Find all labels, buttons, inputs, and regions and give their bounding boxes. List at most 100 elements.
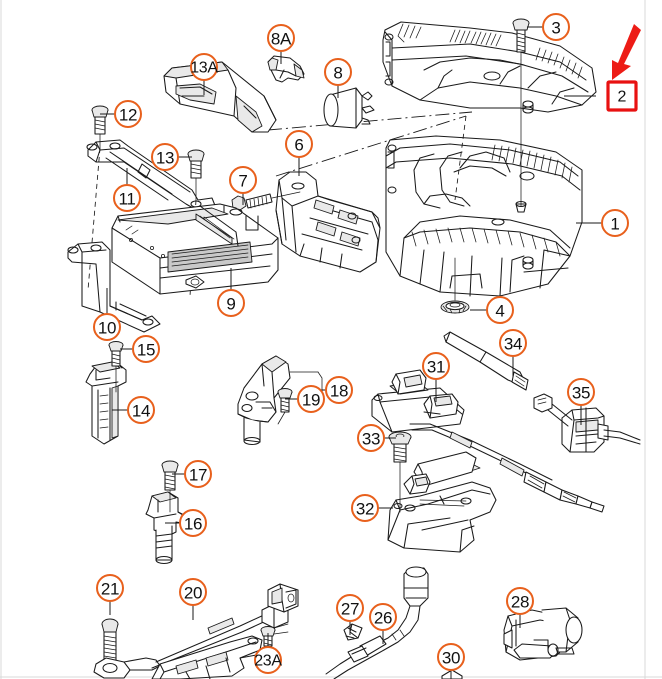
part-air-cleaner-housing	[385, 135, 583, 297]
callout-13[interactable]: 13	[151, 143, 192, 171]
callout-circle-23a	[254, 646, 282, 674]
callout-label-6: 6	[294, 136, 303, 155]
callout-14[interactable]: 14	[112, 396, 155, 424]
callout-circle-27	[336, 594, 364, 622]
callout-8[interactable]: 8	[324, 58, 352, 98]
callout-label-23a: 23A	[254, 653, 282, 670]
callout-4[interactable]: 4	[470, 296, 514, 324]
callout-9[interactable]: 9	[217, 268, 245, 317]
part-sensor-18	[237, 355, 323, 446]
callout-label-26: 26	[374, 609, 392, 628]
callout-23a[interactable]: 23A	[254, 633, 283, 674]
callout-31[interactable]: 31	[422, 352, 450, 402]
part-sensor-26	[325, 566, 429, 679]
callout-label-18: 18	[330, 382, 348, 401]
callout-17[interactable]: 17	[172, 460, 212, 488]
callout-circle-20	[179, 578, 207, 606]
part-screw-23a	[260, 623, 289, 649]
callout-circle-34	[499, 329, 527, 357]
callout-circle-10	[93, 313, 121, 341]
callout-12[interactable]: 12	[100, 100, 142, 128]
red-pointer-arrow	[612, 24, 641, 80]
callout-circle-31	[422, 352, 450, 380]
callout-21[interactable]: 21	[96, 574, 124, 615]
part-clip-27	[343, 623, 363, 641]
part-harness-20	[151, 583, 299, 669]
callout-7[interactable]: 7	[229, 166, 257, 205]
callout-label-14: 14	[132, 402, 150, 421]
callout-label-19: 19	[302, 391, 320, 410]
part-bracket-31	[371, 369, 605, 513]
callout-33[interactable]: 33	[357, 424, 396, 452]
callout-label-13: 13	[156, 149, 174, 168]
callout-circle-14	[127, 396, 155, 424]
callout-30[interactable]: 30	[437, 643, 465, 679]
callout-layer: 1346788A91011121313A141516171819202123A2…	[93, 13, 629, 679]
callout-10[interactable]: 10	[93, 288, 121, 341]
callout-13a[interactable]: 13A	[190, 53, 219, 95]
part-bracket-23a	[151, 635, 271, 679]
part-bracket-11	[86, 139, 217, 213]
part-intake-manifold-6	[275, 171, 381, 273]
callout-6[interactable]: 6	[285, 130, 313, 176]
callout-circle-7	[229, 166, 257, 194]
assembly-axis	[267, 111, 473, 131]
callout-label-8a: 8A	[271, 30, 292, 49]
callout-circle-35	[567, 378, 595, 406]
callout-label-20: 20	[184, 584, 202, 603]
part-screw-15	[108, 341, 124, 393]
callout-20[interactable]: 20	[179, 578, 207, 620]
callout-label-13a: 13A	[190, 60, 218, 77]
callout-label-21: 21	[101, 580, 119, 599]
callout-8a[interactable]: 8A	[267, 24, 295, 64]
highlight-part-2[interactable]: 2	[564, 80, 638, 112]
part-screw-3	[512, 18, 530, 213]
callout-18[interactable]: 18	[318, 376, 353, 404]
callout-label-33: 33	[362, 430, 380, 449]
callout-label-10: 10	[98, 319, 116, 338]
part-screw-12	[87, 105, 109, 291]
callout-label-8: 8	[333, 64, 342, 83]
callout-circle-19	[297, 385, 325, 413]
callout-label-7: 7	[238, 172, 247, 191]
callout-circle-17	[184, 460, 212, 488]
callout-35[interactable]: 35	[567, 378, 595, 425]
callout-16[interactable]: 16	[165, 509, 207, 537]
callout-27[interactable]: 27	[336, 594, 364, 635]
callout-label-9: 9	[226, 295, 235, 314]
callout-circle-1	[601, 209, 629, 237]
callout-11[interactable]: 11	[113, 168, 141, 212]
callout-circle-4	[486, 296, 514, 324]
callout-circle-16	[179, 509, 207, 537]
part-sensor-14	[85, 361, 127, 445]
callout-label-15: 15	[137, 341, 155, 360]
callout-32[interactable]: 32	[351, 494, 393, 522]
callout-circle-9	[217, 289, 245, 317]
part-valve-28	[503, 607, 583, 661]
part-screw-33	[388, 431, 412, 513]
callout-1[interactable]: 1	[576, 209, 629, 237]
callout-circle-11	[113, 184, 141, 212]
part-knock-sensor-21	[93, 618, 161, 679]
callout-label-12: 12	[119, 106, 137, 125]
callout-label-35: 35	[572, 384, 590, 403]
part-clip-8a	[267, 55, 305, 83]
callout-34[interactable]: 34	[499, 329, 527, 377]
callout-28[interactable]: 28	[506, 587, 534, 628]
callout-circle-6	[285, 130, 313, 158]
highlight-label-2: 2	[618, 89, 627, 106]
callout-circle-12	[114, 100, 142, 128]
callout-label-34: 34	[504, 335, 522, 354]
part-bracket-13a	[163, 61, 277, 133]
callout-circle-21	[96, 574, 124, 602]
callout-label-31: 31	[427, 358, 445, 377]
part-cable-tie-34	[443, 331, 529, 391]
callout-3[interactable]: 3	[527, 13, 570, 41]
callout-circle-30	[437, 643, 465, 671]
callout-15[interactable]: 15	[120, 335, 160, 363]
callout-label-16: 16	[184, 515, 202, 534]
callout-26[interactable]: 26	[369, 603, 397, 644]
callout-19[interactable]: 19	[285, 385, 325, 413]
